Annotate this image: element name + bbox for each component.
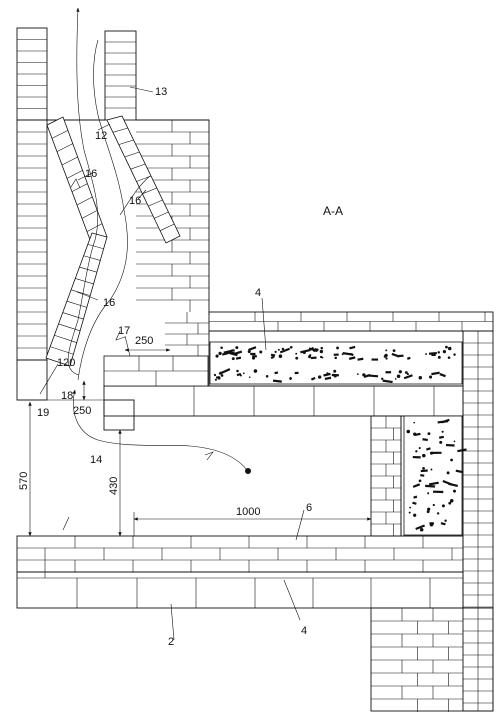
left-tower-brickwork [17, 131, 47, 349]
insulation-speckles [213, 345, 467, 532]
gas-flow-lines [67, 7, 251, 474]
callout-16-lower: 16 [103, 297, 115, 309]
labels: A-A 13 12 16 16 16 4 17 250 120 18 19 25… [18, 86, 343, 648]
refractory-liner-16 [45, 115, 181, 367]
dimension-570: 570 [18, 472, 30, 490]
callout-4-bottom: 4 [301, 625, 307, 637]
upper-horizontal-duct [193, 312, 493, 416]
dimension-1000: 1000 [236, 506, 260, 518]
section-label: A-A [323, 204, 343, 218]
callout-16-upper-left: 16 [85, 168, 97, 180]
callout-14: 14 [90, 454, 102, 466]
dimension-430: 430 [108, 477, 120, 495]
lower-right-pier [371, 608, 463, 712]
left-chimney-wall [17, 39, 47, 109]
left-lower-body [103, 355, 209, 387]
liner-brick-lines [50, 127, 175, 355]
insulation-fill-right [403, 415, 463, 536]
callout-12: 12 [95, 130, 107, 142]
right-chimney-wall [105, 41, 136, 109]
right-vertical-wall [371, 331, 493, 711]
callout-16-upper-right: 16 [129, 195, 141, 207]
callout-18: 18 [61, 390, 73, 402]
callout-19: 19 [37, 407, 49, 419]
dimension-120: 120 [57, 357, 75, 369]
leader-lines [62, 86, 305, 641]
dimension-lines [17, 348, 372, 537]
callout-17: 17 [118, 325, 130, 337]
dimension-250-lower: 250 [73, 405, 91, 417]
dimension-250-upper: 250 [135, 335, 153, 347]
callout-2: 2 [168, 636, 174, 648]
insulation-fill-top [209, 341, 463, 385]
callout-6: 6 [306, 502, 312, 514]
right-tower-brickwork [136, 120, 209, 356]
callout-4-top: 4 [255, 287, 261, 299]
flow-start-dot [245, 468, 251, 474]
base-slab [17, 536, 463, 608]
callout-13: 13 [155, 86, 167, 98]
